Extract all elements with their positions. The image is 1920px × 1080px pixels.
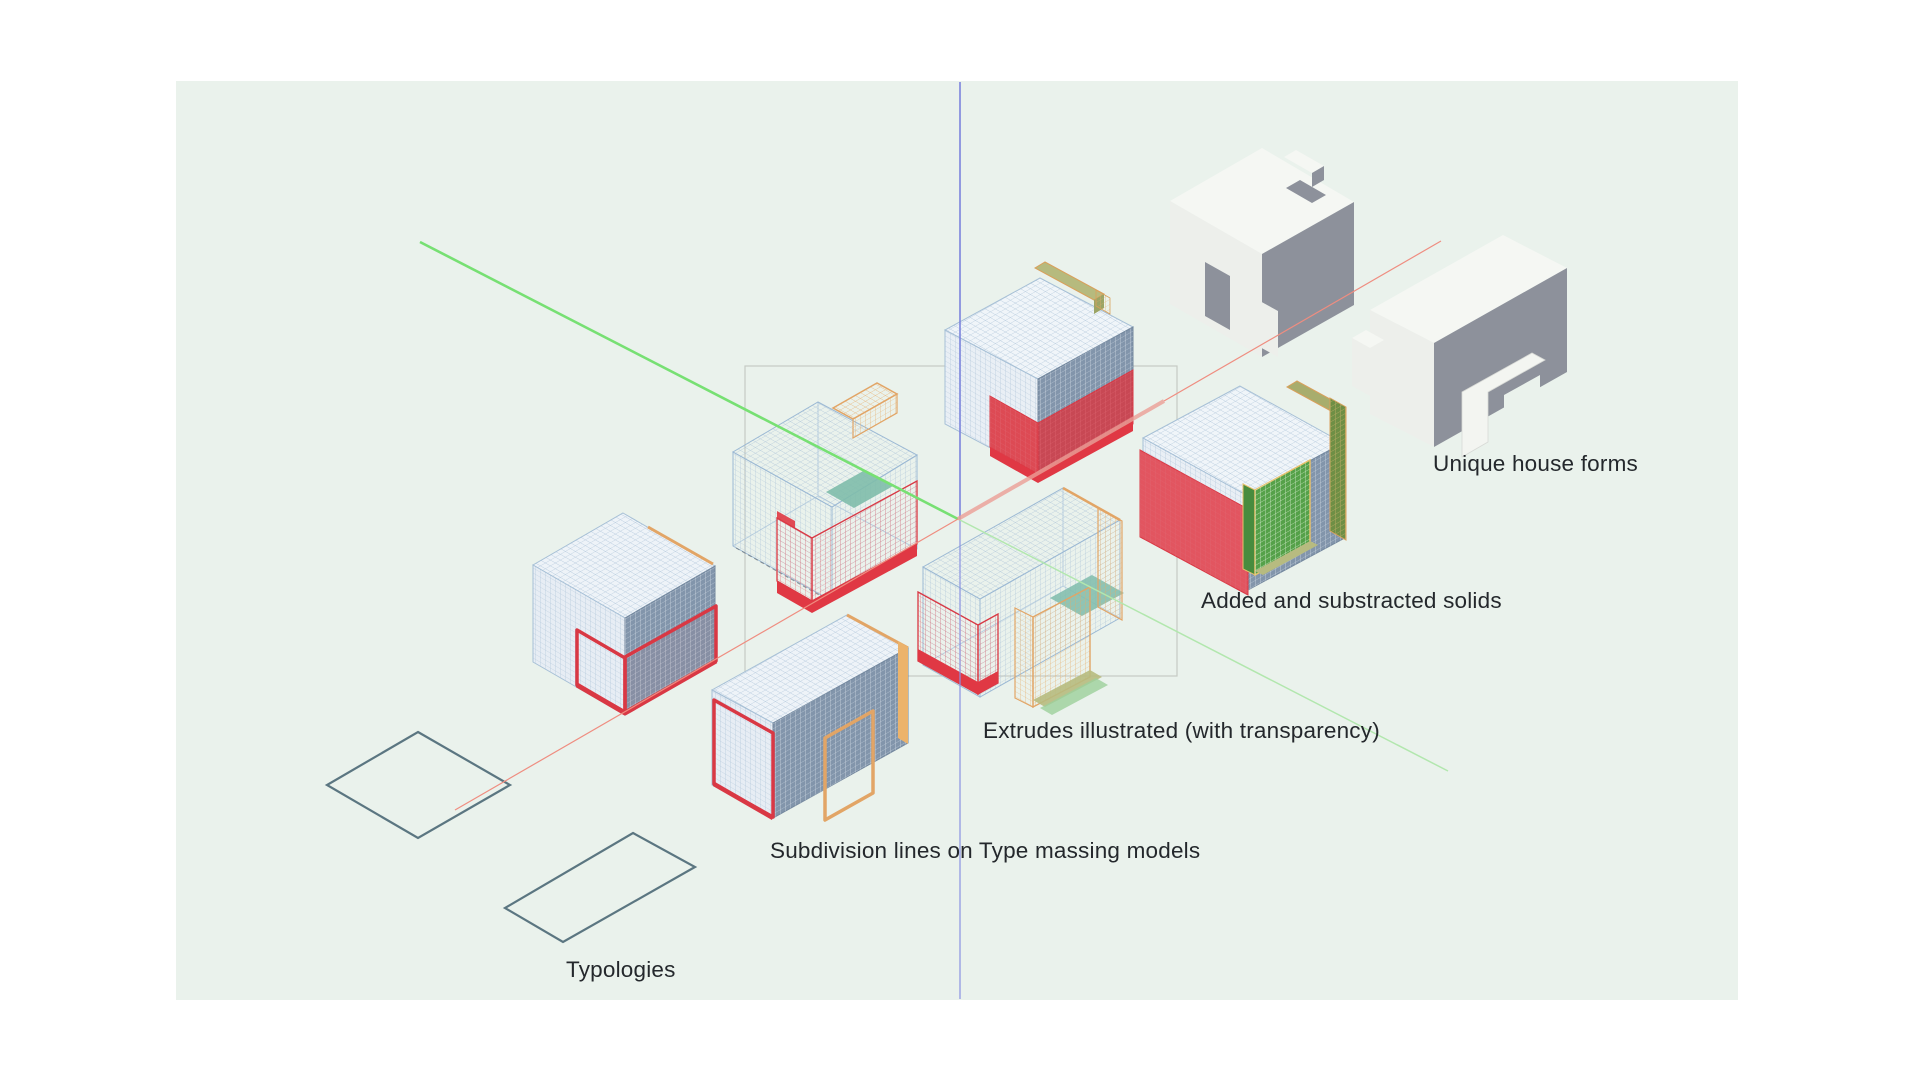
label-extrudes: Extrudes illustrated (with transparency) — [983, 718, 1380, 743]
model-typology-plan-rectangle[interactable] — [502, 831, 698, 944]
model-house-form-cube[interactable] — [1170, 148, 1354, 357]
label-subdivision: Subdivision lines on Type massing models — [770, 838, 1200, 863]
red-base-band — [918, 649, 978, 694]
khaki-door-base — [1033, 670, 1102, 707]
top-face — [1370, 235, 1567, 343]
viewport-axes — [419, 82, 1449, 999]
red-base-band — [712, 782, 775, 820]
red-base-band — [575, 658, 718, 716]
orange-door-side — [1014, 607, 1034, 708]
roof-step-tab — [1284, 150, 1324, 173]
y-axis-light — [957, 518, 1449, 772]
ledge-protrusion — [1461, 352, 1546, 458]
door-recess — [1205, 262, 1230, 330]
red-solid-left-grid — [990, 396, 1038, 474]
roof-step-side — [1312, 166, 1324, 187]
right-face-grid — [773, 648, 908, 818]
x-axis-thin-left — [454, 518, 959, 811]
label-unique: Unique house forms — [1433, 451, 1638, 476]
red-solid-notch — [777, 511, 795, 528]
x-axis-thick — [957, 399, 1165, 521]
khaki-door-base — [1255, 541, 1318, 575]
red-solid-right-grid — [1038, 370, 1133, 477]
bottom-step-notch — [1504, 375, 1540, 432]
left-face — [1370, 310, 1434, 447]
roof-notch-recess — [1286, 180, 1326, 203]
orange-edge-highlight — [846, 613, 909, 650]
front-step-notch — [1258, 300, 1278, 357]
model-subdivided-cube[interactable] — [531, 512, 718, 716]
left-step-side — [1352, 338, 1370, 396]
green-door-side — [1242, 483, 1256, 576]
top-face-grid — [1143, 386, 1343, 495]
red-solid-end-grid — [1140, 450, 1248, 595]
red-base-band-left — [990, 447, 1038, 483]
orange-edge-highlight — [647, 525, 714, 566]
model-subdivided-box[interactable] — [710, 613, 910, 822]
olive-end-column-grid — [1330, 398, 1346, 540]
model-solids-cube[interactable] — [943, 261, 1135, 483]
left-step-top — [1352, 330, 1384, 348]
model-typology-plan-square[interactable] — [324, 730, 513, 840]
right-face-grid — [625, 566, 715, 715]
label-typologies: Typologies — [566, 957, 676, 982]
x-axis-thin-right — [1163, 240, 1442, 402]
top-face-grid — [712, 615, 908, 723]
plan-outline-square — [324, 730, 513, 840]
top-face-grid — [945, 278, 1133, 379]
green-door-grid — [1255, 460, 1310, 575]
orange-roof-extrude-side — [852, 392, 898, 440]
red-base-band-right — [1038, 421, 1133, 483]
plan-outline-rectangle — [502, 831, 698, 944]
model-house-form-long[interactable] — [1352, 235, 1567, 458]
left-face-grid — [712, 690, 773, 818]
orange-grid-end — [1095, 289, 1111, 315]
orange-end-extrude — [1097, 506, 1123, 622]
green-door-base — [1040, 678, 1108, 715]
orange-top-edge — [1062, 486, 1121, 522]
red-base-band-left — [777, 581, 812, 613]
orange-door-outline — [823, 709, 875, 822]
red-base-band-right — [812, 544, 917, 613]
model-extruded-box-transparent[interactable] — [917, 486, 1124, 715]
teal-shelf — [826, 470, 893, 508]
left-face-grid — [533, 565, 625, 715]
red-base-band-sliver — [978, 671, 998, 694]
orange-end-column — [898, 641, 908, 744]
label-added: Added and substracted solids — [1201, 588, 1502, 613]
model-solids-box[interactable] — [1139, 380, 1347, 596]
viewport-canvas[interactable] — [176, 81, 1738, 1000]
stage-labels: Typologies Subdivision lines on Type mas… — [566, 451, 1638, 982]
y-axis-bright — [419, 240, 959, 521]
right-face — [1262, 202, 1354, 357]
